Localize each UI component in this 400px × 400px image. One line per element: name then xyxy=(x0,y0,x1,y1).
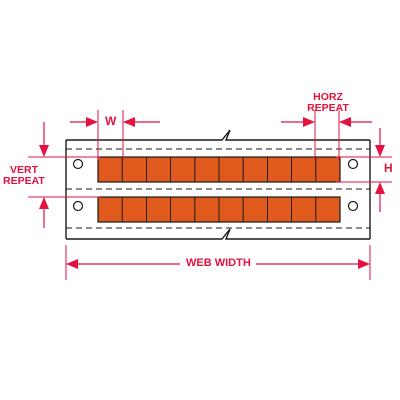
web-width-arrowhead-left xyxy=(66,259,78,269)
horz-arrowhead-left xyxy=(303,117,315,127)
vert-arrowhead-bottom xyxy=(39,197,49,209)
h-label: H xyxy=(384,161,393,175)
horz-repeat-label: HORZ REPEAT xyxy=(303,92,353,114)
dimension-lines xyxy=(28,110,392,280)
label-strips xyxy=(97,156,341,223)
horz-arrowhead-right xyxy=(339,117,351,127)
vert-arrowhead-top xyxy=(39,145,49,157)
vert-repeat-line-1: VERT xyxy=(10,164,39,176)
label-web xyxy=(65,129,371,240)
w-label: W xyxy=(105,114,117,128)
web-bottom-edge xyxy=(66,228,370,240)
sprocket-hole xyxy=(347,158,359,170)
web-width-label: WEB WIDTH xyxy=(186,257,251,269)
w-arrowhead-right xyxy=(123,117,135,127)
sprocket-hole xyxy=(72,200,84,212)
label-cell xyxy=(315,156,341,183)
horz-repeat-line-2: REPEAT xyxy=(307,102,349,114)
sprocket-hole xyxy=(72,158,84,170)
h-arrowhead-top xyxy=(375,145,385,157)
vert-repeat-line-2: REPEAT xyxy=(3,175,45,187)
web-width-arrowhead-right xyxy=(358,259,370,269)
horz-repeat-line-1: HORZ xyxy=(313,91,343,103)
vert-repeat-label: VERT REPEAT xyxy=(3,165,45,187)
web-top-edge xyxy=(66,129,370,141)
sprocket-hole xyxy=(347,200,359,212)
w-arrowhead-left xyxy=(86,117,98,127)
label-cell xyxy=(315,196,341,223)
h-arrowhead-bottom xyxy=(375,182,385,194)
